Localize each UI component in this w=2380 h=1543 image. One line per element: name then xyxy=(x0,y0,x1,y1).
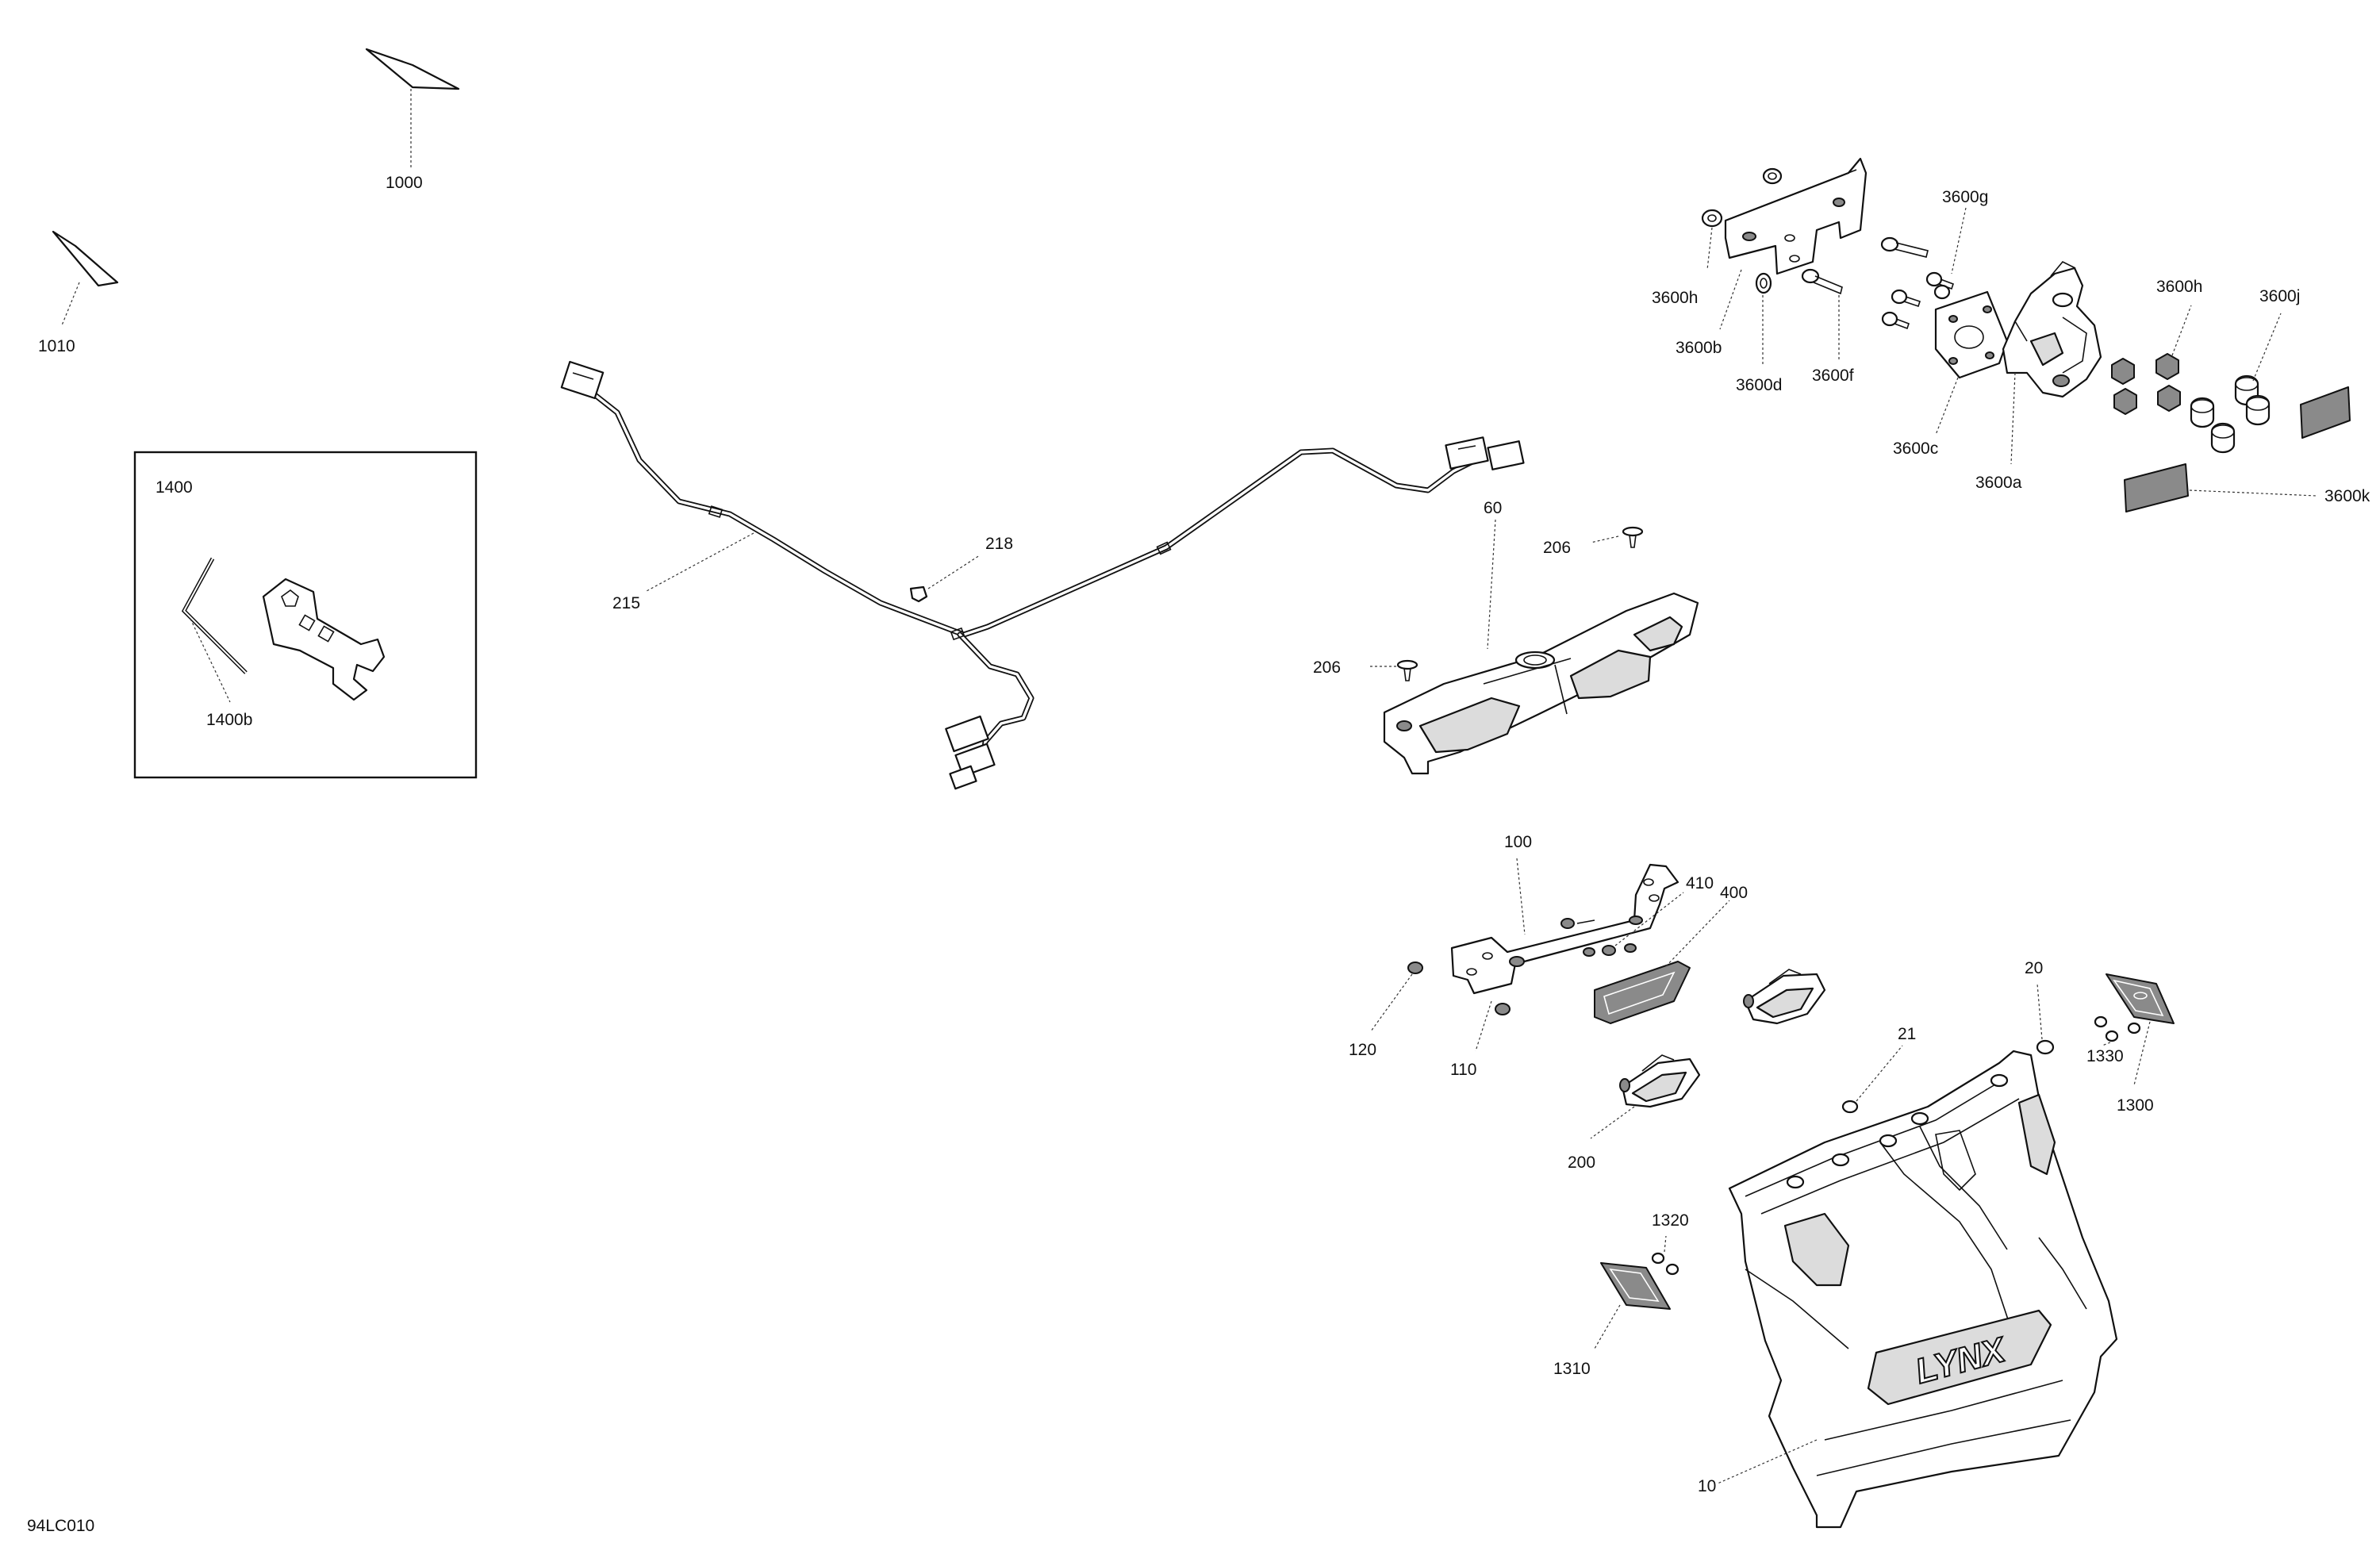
callout-3600b: 3600b xyxy=(1676,339,1722,357)
part-120-nut xyxy=(1370,961,1423,1032)
callout-21: 21 xyxy=(1898,1025,1916,1043)
callout-218: 218 xyxy=(985,535,1013,553)
part-3600b-bracket xyxy=(1724,157,1868,275)
part-200-tail-light-right xyxy=(1743,969,1826,1025)
part-3600j-caps xyxy=(2190,313,2282,454)
callout-120: 120 xyxy=(1349,1041,1376,1059)
part-218-clip xyxy=(909,555,981,603)
part-1010-decal xyxy=(52,230,119,326)
part-1400-tool-kit xyxy=(133,451,478,779)
callout-3600j: 3600j xyxy=(2259,287,2300,305)
callout-1010: 1010 xyxy=(38,337,75,355)
callout-3600f: 3600f xyxy=(1812,367,1854,385)
part-215-wiring-harness xyxy=(560,360,1525,790)
leader-3600b xyxy=(1719,269,1742,330)
part-410-nut xyxy=(1602,892,1684,956)
part-1310-reflector xyxy=(1594,1262,1671,1349)
callout-1330: 1330 xyxy=(2086,1047,2124,1065)
part-200-tail-light-left xyxy=(1590,1054,1701,1139)
callout-206-left: 206 xyxy=(1313,658,1341,677)
part-3600d-washer xyxy=(1755,272,1772,367)
callout-1300: 1300 xyxy=(2117,1096,2154,1115)
callout-1000: 1000 xyxy=(386,174,423,192)
callout-3600d: 3600d xyxy=(1736,376,1782,394)
part-110-nut xyxy=(1475,1000,1511,1052)
callout-400: 400 xyxy=(1720,884,1748,902)
part-1000-decal xyxy=(365,48,460,168)
callout-20: 20 xyxy=(2025,959,2043,977)
callout-110: 110 xyxy=(1450,1061,1476,1079)
callout-410: 410 xyxy=(1686,874,1714,892)
callout-10: 10 xyxy=(1698,1477,1716,1495)
part-3600-nut-top xyxy=(1762,167,1783,185)
callout-200: 200 xyxy=(1568,1153,1595,1172)
part-3600f-bolt xyxy=(1801,268,1843,361)
callout-3600c: 3600c xyxy=(1893,439,1938,458)
part-3600h-nuts-right xyxy=(2111,305,2192,415)
part-3600k-reflectors xyxy=(2124,386,2351,512)
callout-206-top: 206 xyxy=(1543,539,1571,557)
callout-3600a: 3600a xyxy=(1975,474,2022,492)
callout-3600g: 3600g xyxy=(1942,188,1988,206)
callout-1400: 1400 xyxy=(155,478,193,497)
part-3600a-hitch xyxy=(2002,261,2102,465)
callout-1310: 1310 xyxy=(1553,1360,1591,1378)
callout-60: 60 xyxy=(1484,499,1502,517)
diagram-code: 94LC010 xyxy=(27,1517,94,1535)
callout-3600k: 3600k xyxy=(2324,487,2370,505)
part-21-rivet xyxy=(1841,1045,1903,1114)
part-10-snow-flap: LYNX xyxy=(1717,1050,2118,1529)
part-3600c-plate xyxy=(1934,290,2009,436)
part-60-light-housing xyxy=(1383,519,1699,775)
part-400-plate-light xyxy=(1594,900,1730,1024)
part-206-screw-top xyxy=(1590,526,1644,548)
callout-1320: 1320 xyxy=(1652,1211,1689,1230)
part-1330-nuts xyxy=(2094,1015,2141,1046)
part-3600h-nut-left xyxy=(1701,209,1723,271)
callout-100: 100 xyxy=(1504,833,1532,851)
callout-3600h-right: 3600h xyxy=(2156,278,2202,296)
part-20-rivet xyxy=(2036,983,2055,1055)
part-206-screw-left xyxy=(1369,659,1418,681)
part-3600g-bolts xyxy=(1880,207,1967,330)
callout-3600h-left: 3600h xyxy=(1652,289,1698,307)
part-1300-reflector xyxy=(2106,973,2175,1086)
callout-1400b: 1400b xyxy=(206,711,252,729)
part-100-plate-bracket xyxy=(1450,858,1679,995)
part-1320-nuts xyxy=(1651,1235,1679,1276)
callout-215: 215 xyxy=(612,594,640,612)
